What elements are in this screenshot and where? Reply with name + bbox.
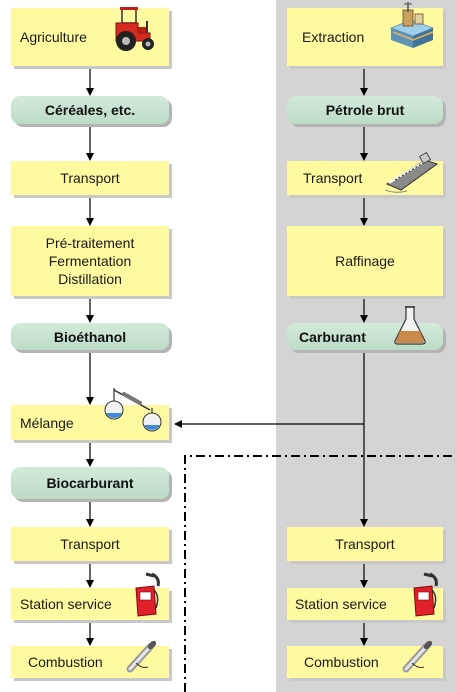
melange-label: Mélange [20,414,74,431]
flask-icon [394,306,426,345]
bioethanol-pill: Bioéthanol [11,323,169,350]
exhaust-pipe-icon [126,640,157,673]
pretraitement-line-3: Distillation [58,271,122,287]
carburant-label: Carburant [299,328,366,345]
transport-box-left-2: Transport [11,527,169,561]
transport-label: Transport [303,170,363,186]
transport-label: Transport [335,536,395,552]
boundary-line [184,455,455,692]
petrole-brut-label: Pétrole brut [325,102,405,118]
fuel-pump-icon [135,572,160,617]
pretraitement-line-2: Fermentation [48,253,132,269]
bioethanol-label: Bioéthanol [53,328,127,345]
cereales-label: Céréales, etc. [44,102,136,118]
distillation-apparatus-icon [104,388,162,432]
exhaust-pipe-icon [402,640,433,673]
combustion-label: Combustion [28,654,103,670]
raffinage-box: Raffinage [287,226,443,296]
transport-label: Transport [60,170,120,186]
transport-box-left: Transport [11,161,169,195]
oil-rig-icon [389,2,435,48]
biocarburant-label: Biocarburant [46,475,134,491]
combustion-label: Combustion [304,654,379,670]
fuel-pump-icon [413,572,438,617]
pretraitement-box: Pré-traitement Fermentation Distillation [11,226,169,296]
melange-box: Mélange [11,405,169,440]
station-service-label: Station service [20,596,112,612]
station-service-label: Station service [295,596,387,612]
agriculture-label: Agriculture [20,29,87,45]
raffinage-label: Raffinage [335,253,395,269]
transport-label: Transport [60,536,120,552]
tractor-icon [115,7,154,51]
petrole-brut-pill: Pétrole brut [287,96,443,124]
cereales-pill: Céréales, etc. [11,96,169,124]
tanker-ship-icon [385,151,439,193]
pretraitement-line-1: Pré-traitement [45,235,135,251]
transport-box-right-2: Transport [287,527,443,561]
extraction-label: Extraction [302,29,365,45]
biocarburant-pill: Biocarburant [11,467,169,499]
